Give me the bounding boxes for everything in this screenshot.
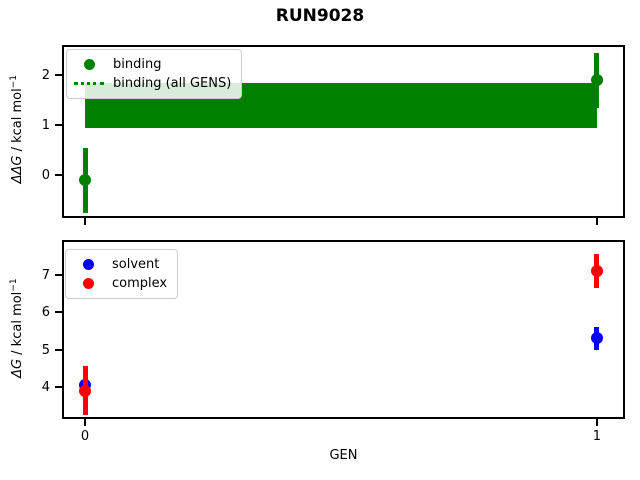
y-tick-label: 0 — [41, 168, 50, 183]
bottom-axes-free-energy — [62, 240, 625, 419]
y-axis-label-top-exponent: −1 — [8, 74, 19, 89]
y-tick-label: 5 — [41, 342, 50, 358]
legend-top: binding binding (all GENS) — [66, 49, 243, 99]
y-axis-label-bottom-exponent: −1 — [8, 278, 19, 292]
legend-dotted-line-icon — [73, 82, 105, 85]
y-axis-label-bottom-math: ΔG — [10, 358, 26, 378]
figure-title: RUN9028 — [275, 6, 365, 26]
y-axis-label-top: ΔΔG / kcal mol−1 — [8, 29, 26, 229]
data-point-binding — [590, 74, 603, 86]
data-point-complex — [590, 264, 603, 277]
y-tick — [55, 311, 62, 314]
x-tick — [595, 419, 598, 426]
legend-marker-icon — [72, 259, 104, 270]
legend-item-binding-all-gens-: binding (all GENS) — [73, 74, 231, 93]
y-axis-label-bottom: ΔG / kcal mol−1 — [8, 228, 26, 428]
y-tick — [55, 74, 62, 76]
y-tick-label: 6 — [41, 305, 50, 321]
legend-label: complex — [112, 276, 168, 291]
y-axis-label-top-units: / kcal mol — [10, 88, 26, 156]
legend-marker-icon — [72, 278, 104, 289]
x-tick-label: 1 — [592, 429, 601, 444]
y-axis-label-top-math: ΔΔG — [10, 155, 26, 184]
legend-bottom: solvent complex — [65, 249, 179, 299]
legend-label: binding — [113, 57, 162, 72]
legend-label: solvent — [112, 257, 160, 272]
y-tick — [55, 348, 62, 351]
y-tick-label: 2 — [41, 68, 50, 83]
legend-item-solvent: solvent — [72, 255, 167, 274]
data-point-binding — [79, 174, 92, 186]
x-tick-label: 0 — [80, 429, 90, 444]
data-point-complex — [79, 384, 92, 397]
dot-marker-icon — [83, 59, 95, 70]
y-tick — [55, 386, 62, 389]
legend-item-binding: binding — [73, 55, 231, 74]
x-axis-label: GEN — [329, 448, 358, 463]
dot-marker-icon — [82, 259, 94, 270]
legend-marker-icon — [73, 59, 105, 70]
x-tick — [84, 218, 87, 225]
dot-marker-icon — [82, 278, 94, 289]
x-tick — [595, 218, 598, 225]
y-tick — [55, 124, 62, 126]
dotted-line-icon — [74, 82, 104, 85]
data-point-solvent — [590, 332, 603, 345]
y-axis-label-bottom-units: / kcal mol — [10, 291, 26, 359]
legend-label: binding (all GENS) — [113, 76, 232, 91]
y-tick — [55, 273, 62, 276]
top-axes-binding — [62, 45, 625, 218]
legend-item-complex: complex — [72, 274, 167, 293]
y-tick-label: 4 — [41, 380, 50, 396]
y-tick-label: 7 — [41, 267, 50, 283]
y-tick — [55, 174, 62, 176]
x-tick — [84, 419, 87, 426]
y-tick-label: 1 — [41, 118, 50, 133]
